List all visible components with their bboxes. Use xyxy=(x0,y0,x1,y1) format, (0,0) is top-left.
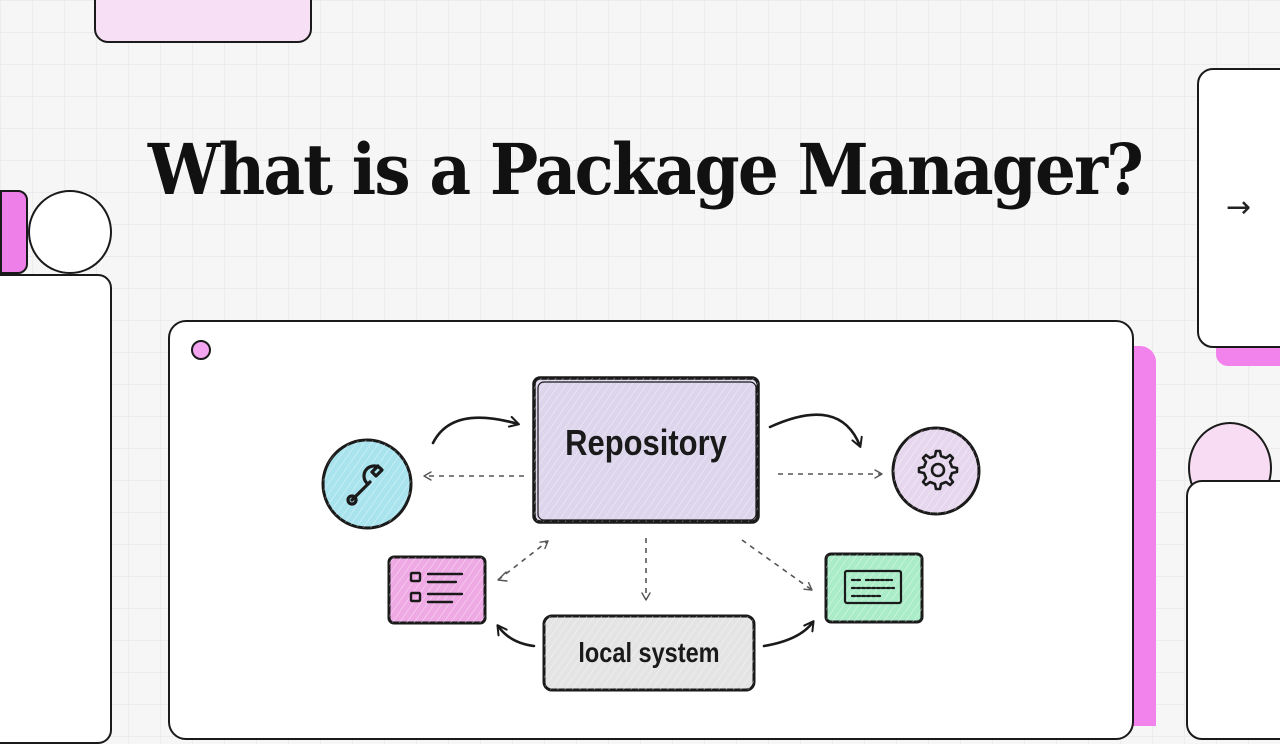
decor-top-pill xyxy=(94,0,312,43)
local-system-node xyxy=(542,614,756,692)
diagram-canvas xyxy=(321,376,981,692)
arrow-wrench-to-repo xyxy=(431,415,520,445)
dashed-arrow-repo-to-terminal xyxy=(741,539,813,591)
terminal-panel-node xyxy=(824,552,924,624)
gear-icon xyxy=(917,449,959,491)
wrench-node xyxy=(321,438,413,530)
repository-label: Repository xyxy=(565,422,727,463)
dashed-arrow-list-to-repo-a xyxy=(497,540,549,581)
card-dot xyxy=(191,340,211,360)
arrow-repo-to-gear xyxy=(768,413,863,448)
page-title: What is a Package Manager? xyxy=(147,128,1144,211)
wrench-icon xyxy=(346,464,384,506)
repository-node xyxy=(532,376,760,524)
arrow-local-to-terminal xyxy=(762,620,815,648)
arrow-local-to-list xyxy=(496,624,536,648)
list-icon xyxy=(409,571,464,604)
decor-left-circle xyxy=(28,190,112,274)
dashed-arrow-list-head xyxy=(497,571,508,582)
decor-left-panel xyxy=(0,274,112,744)
local-system-label: local system xyxy=(578,637,720,668)
decor-right-bottom-panel xyxy=(1186,480,1280,740)
arrow-right-icon[interactable]: → xyxy=(1226,190,1252,225)
gear-node xyxy=(891,426,981,516)
decor-left-pink-bar xyxy=(0,190,28,274)
decor-right-panel xyxy=(1197,68,1280,348)
list-panel-node xyxy=(387,555,487,625)
terminal-icon xyxy=(843,569,903,605)
